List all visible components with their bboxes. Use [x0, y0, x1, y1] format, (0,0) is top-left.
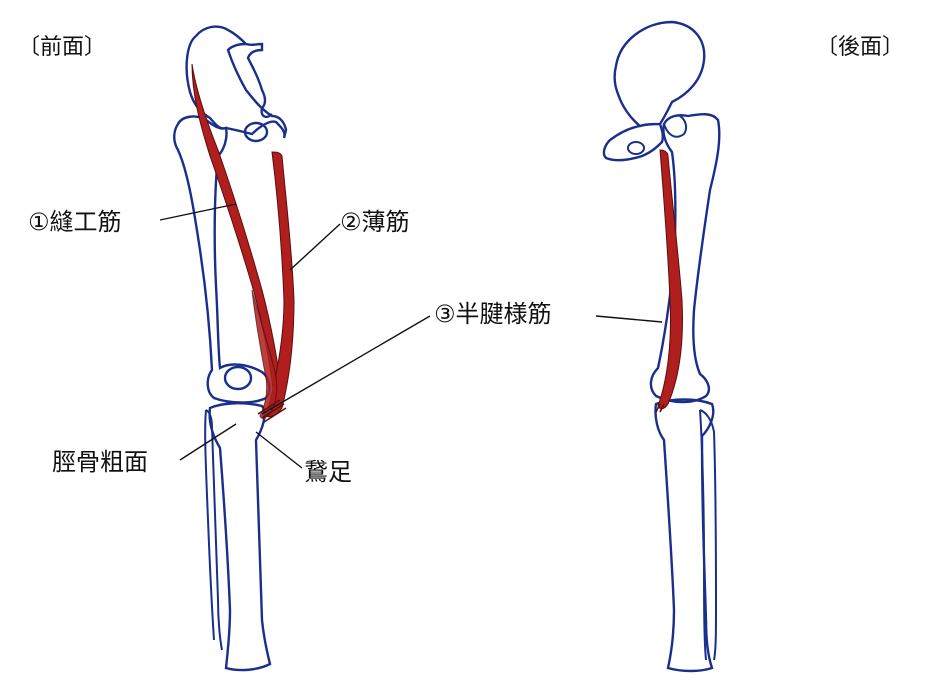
front-patella [225, 367, 251, 389]
back-ilium [615, 22, 705, 126]
label-tibial-tuberosity: 脛骨粗面 [52, 448, 148, 476]
label-gracilis: ②薄筋 [340, 208, 410, 236]
semitendinosus-muscle-back [658, 150, 682, 409]
front-femur [174, 117, 269, 403]
back-obturator-foramen [628, 142, 644, 154]
view-label-back: 〔後面〕 [816, 35, 904, 60]
front-view [174, 27, 294, 670]
leader-tibial-tuberosity [180, 424, 236, 460]
leader-sartorius [160, 204, 236, 220]
back-view [604, 22, 719, 671]
label-semitendinosus: ③半腱様筋 [434, 300, 552, 328]
view-label-front: 〔前面〕 [18, 35, 106, 60]
leader-gracilis [290, 224, 340, 270]
label-sartorius: ①縫工筋 [28, 208, 122, 236]
leader-semitendinosus-back [596, 316, 662, 322]
leader-pes-anserinus [256, 432, 302, 468]
label-pes-anserinus: 鵞足 [304, 458, 352, 486]
text-labels: 〔前面〕 〔後面〕 ①縫工筋 ②薄筋 ③半腱様筋 脛骨粗面 鵞足 [18, 35, 904, 486]
leader-lines [160, 204, 662, 468]
